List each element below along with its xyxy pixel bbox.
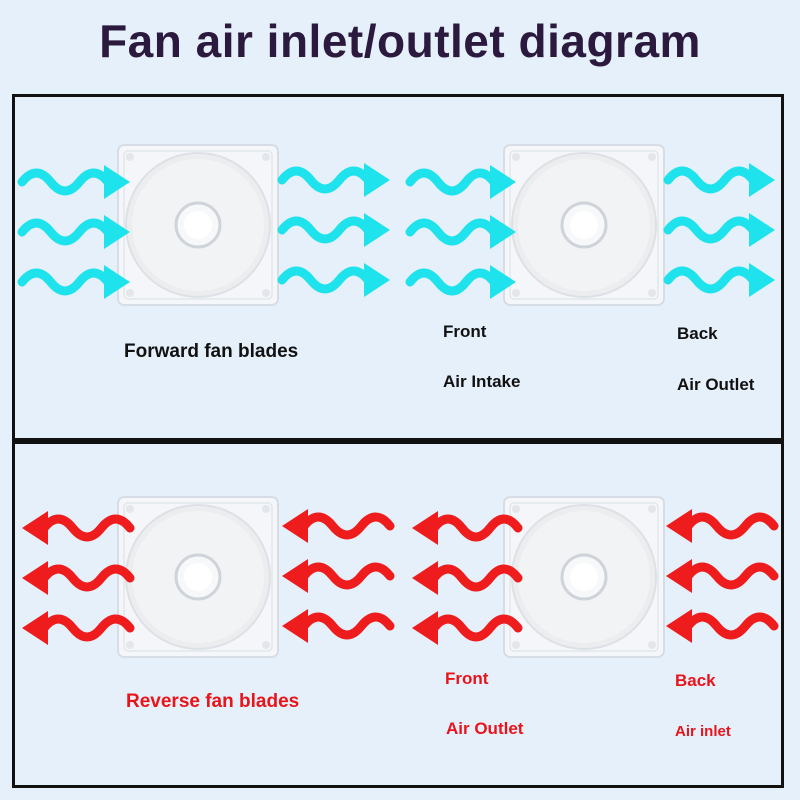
reverse-right-inlet-arrow-1	[666, 509, 779, 543]
forward-left-outlet-arrow-2	[277, 213, 390, 247]
reverse-front-label: Front	[445, 669, 489, 688]
reverse-right-outlet-arrow-3	[412, 611, 523, 645]
reverse-right-inlet-arrow-2	[666, 559, 779, 593]
reverse-left-outlet-arrow-2	[22, 561, 135, 595]
reverse-right-inlet-arrow-3	[666, 609, 779, 643]
forward-right-intake-arrow-3	[405, 265, 516, 299]
forward-right-intake-arrow-1	[405, 165, 516, 199]
reverse-front-role: Air Outlet	[446, 719, 524, 738]
page-title: Fan air inlet/outlet diagram	[99, 15, 701, 67]
reverse-left-inlet-arrow-3	[282, 609, 395, 643]
fan-forward-right	[502, 143, 666, 307]
reverse-left-inlet-arrow-2	[282, 559, 395, 593]
fan-forward-left	[116, 143, 280, 307]
forward-right-outlet-arrow-1	[663, 163, 775, 197]
forward-right-outlet-arrow-2	[663, 213, 775, 247]
forward-left-intake-arrow-1	[17, 165, 130, 199]
forward-right-outlet-arrow-3	[663, 263, 775, 297]
reverse-left-outlet-arrow-1	[22, 511, 135, 545]
forward-left-intake-arrow-2	[17, 215, 130, 249]
forward-right-intake-arrow-2	[405, 215, 516, 249]
reverse-panel	[12, 438, 784, 788]
forward-left-outlet-arrow-3	[277, 263, 390, 297]
forward-panel	[12, 94, 784, 444]
fan-reverse-left	[116, 495, 280, 659]
forward-back-label: Back	[677, 324, 718, 343]
forward-front-role: Air Intake	[443, 372, 521, 391]
fan-reverse-right	[502, 495, 666, 659]
reverse-right-outlet-arrow-1	[412, 511, 523, 545]
forward-left-outlet-arrow-1	[277, 163, 390, 197]
reverse-right-outlet-arrow-2	[412, 561, 523, 595]
arrows-layer	[17, 163, 779, 645]
reverse-back-role: Air inlet	[675, 723, 731, 740]
forward-front-label: Front	[443, 322, 487, 341]
forward-caption: Forward fan blades	[124, 341, 299, 362]
forward-back-role: Air Outlet	[677, 375, 755, 394]
reverse-back-label: Back	[675, 671, 716, 690]
forward-left-intake-arrow-3	[17, 265, 130, 299]
reverse-left-outlet-arrow-3	[22, 611, 135, 645]
reverse-left-inlet-arrow-1	[282, 509, 395, 543]
reverse-caption: Reverse fan blades	[126, 691, 300, 712]
